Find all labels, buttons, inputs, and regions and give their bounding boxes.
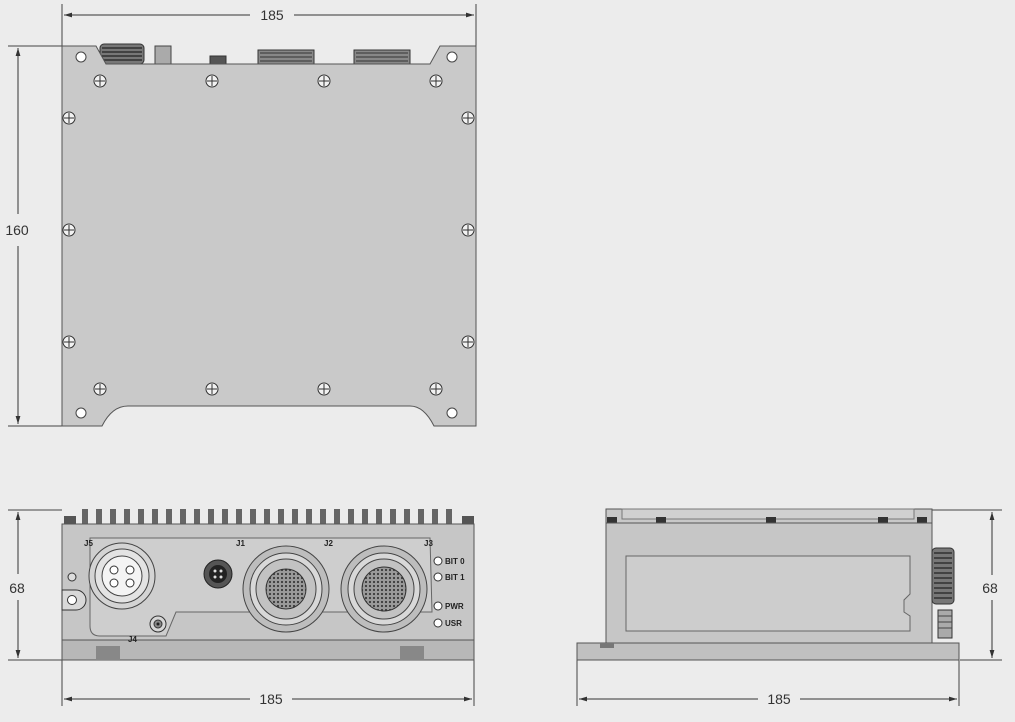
connector-j3 [340,545,428,633]
led-bit0 [433,556,443,566]
led-bit1 [433,572,443,582]
connector-j5 [88,542,156,610]
label-j2: J2 [324,539,333,548]
front-height-dimension: 68 [9,580,25,596]
label-j3: J3 [424,539,433,548]
connector-j2 [242,545,330,633]
label-j5: J5 [84,539,93,548]
front-width-dimension: 185 [259,691,283,707]
ground-lug [61,572,87,611]
label-pwr: PWR [445,602,464,611]
top-height-dimension: 160 [5,222,29,238]
top-width-dimension: 185 [260,7,284,23]
label-bit1: BIT 1 [445,573,465,582]
side-connectors [931,547,955,639]
led-usr [433,618,443,628]
heatsink-fins [64,509,474,525]
label-bit0: BIT 0 [445,557,465,566]
led-pwr [433,601,443,611]
mounting-holes [75,51,458,419]
side-height-dimension: 68 [982,580,998,596]
top-screws [62,74,475,396]
connector-j4 [149,615,167,633]
label-j1: J1 [236,539,245,548]
top-connectors [99,43,411,65]
top-enclosure [61,45,477,427]
connector-j1 [203,559,233,589]
status-leds [433,556,443,628]
side-view: 68 185 [576,508,1002,707]
front-view: J5 J1 J2 J3 J4 BIT 0 BIT 1 PWR USR 68 18… [8,509,475,707]
side-width-dimension: 185 [767,691,791,707]
top-view: 185 160 [5,4,477,427]
label-usr: USR [445,619,462,628]
label-j4: J4 [128,635,137,644]
